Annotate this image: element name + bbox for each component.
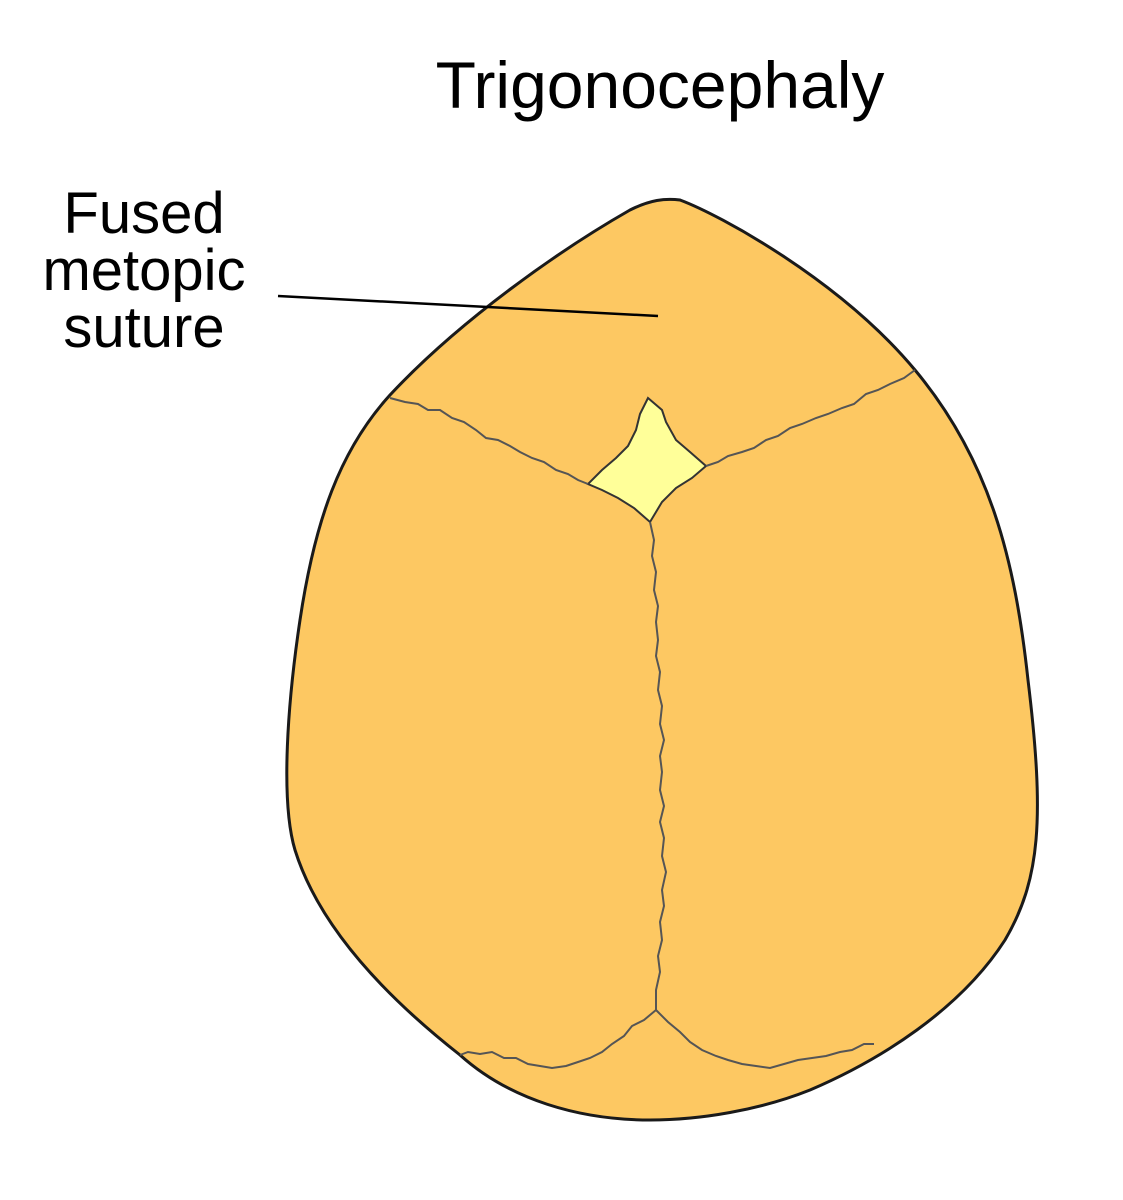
label-line-3: suture — [14, 299, 274, 356]
label-line-1: Fused — [14, 185, 274, 242]
fused-metopic-suture-label: Fused metopic suture — [14, 185, 274, 356]
diagram-title: Trigonocephaly — [340, 52, 980, 118]
skull-outline — [287, 199, 1038, 1120]
label-line-2: metopic — [14, 242, 274, 299]
